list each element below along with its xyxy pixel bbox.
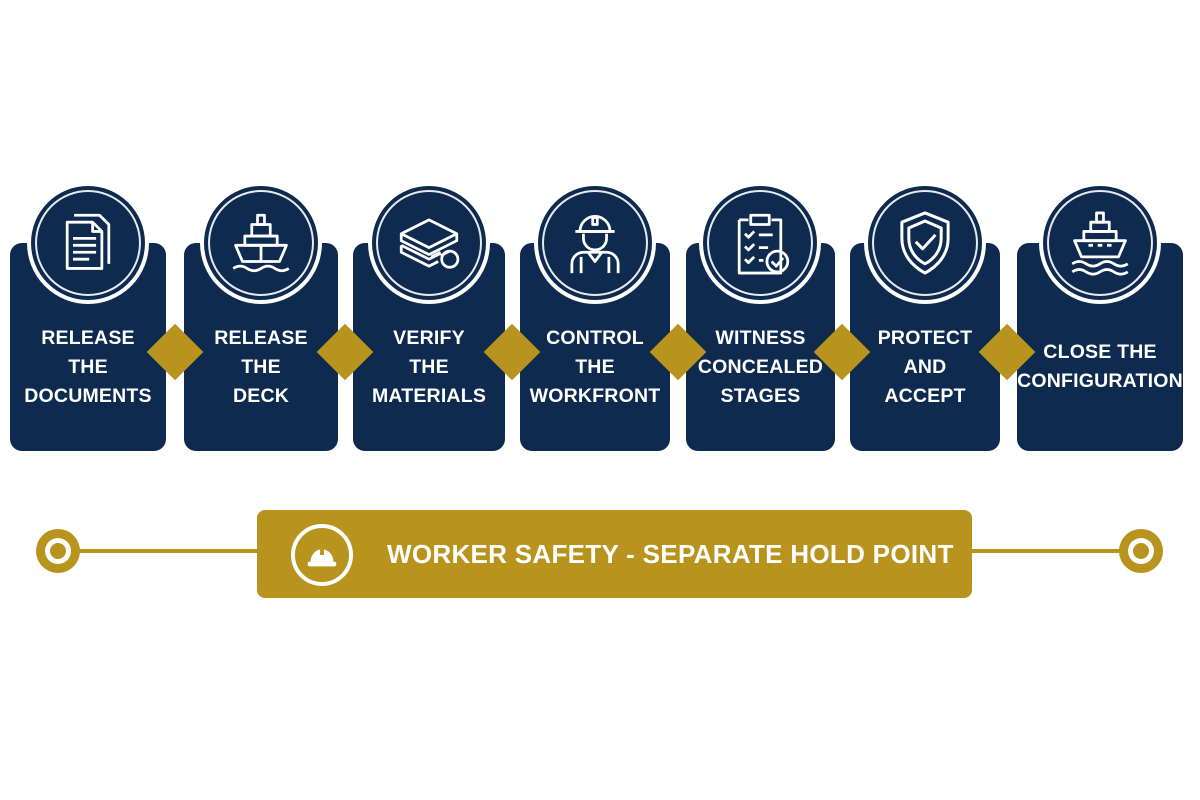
ship-icon: [232, 213, 290, 273]
hold-point-icon-circle: [291, 524, 353, 586]
step-icon-circle: [27, 182, 149, 304]
step-icon-circle: [1039, 182, 1161, 304]
hard-hat-icon: [307, 546, 337, 567]
hold-point-label: WORKER SAFETY - SEPARATE HOLD POINT: [387, 539, 954, 569]
steel-beams-icon: [399, 218, 460, 269]
checklist-icon: [737, 213, 790, 275]
rail-endpoint-right: [1119, 529, 1163, 573]
worker-icon: [570, 215, 620, 274]
hold-point-rail-right: [960, 549, 1142, 553]
shield-check-icon: [900, 211, 950, 275]
documents-icon: [65, 213, 111, 270]
step-icon-circle: [864, 182, 986, 304]
hold-point-rail-left: [60, 549, 270, 553]
rail-endpoint-left: [36, 529, 80, 573]
step-icon-circle: [534, 182, 656, 304]
step-icon-circle: [699, 182, 821, 304]
hold-point-banner: [257, 510, 972, 598]
step-icon-circle: [200, 182, 322, 304]
ship-on-water-icon: [1071, 211, 1129, 276]
step-icon-circle: [368, 182, 490, 304]
